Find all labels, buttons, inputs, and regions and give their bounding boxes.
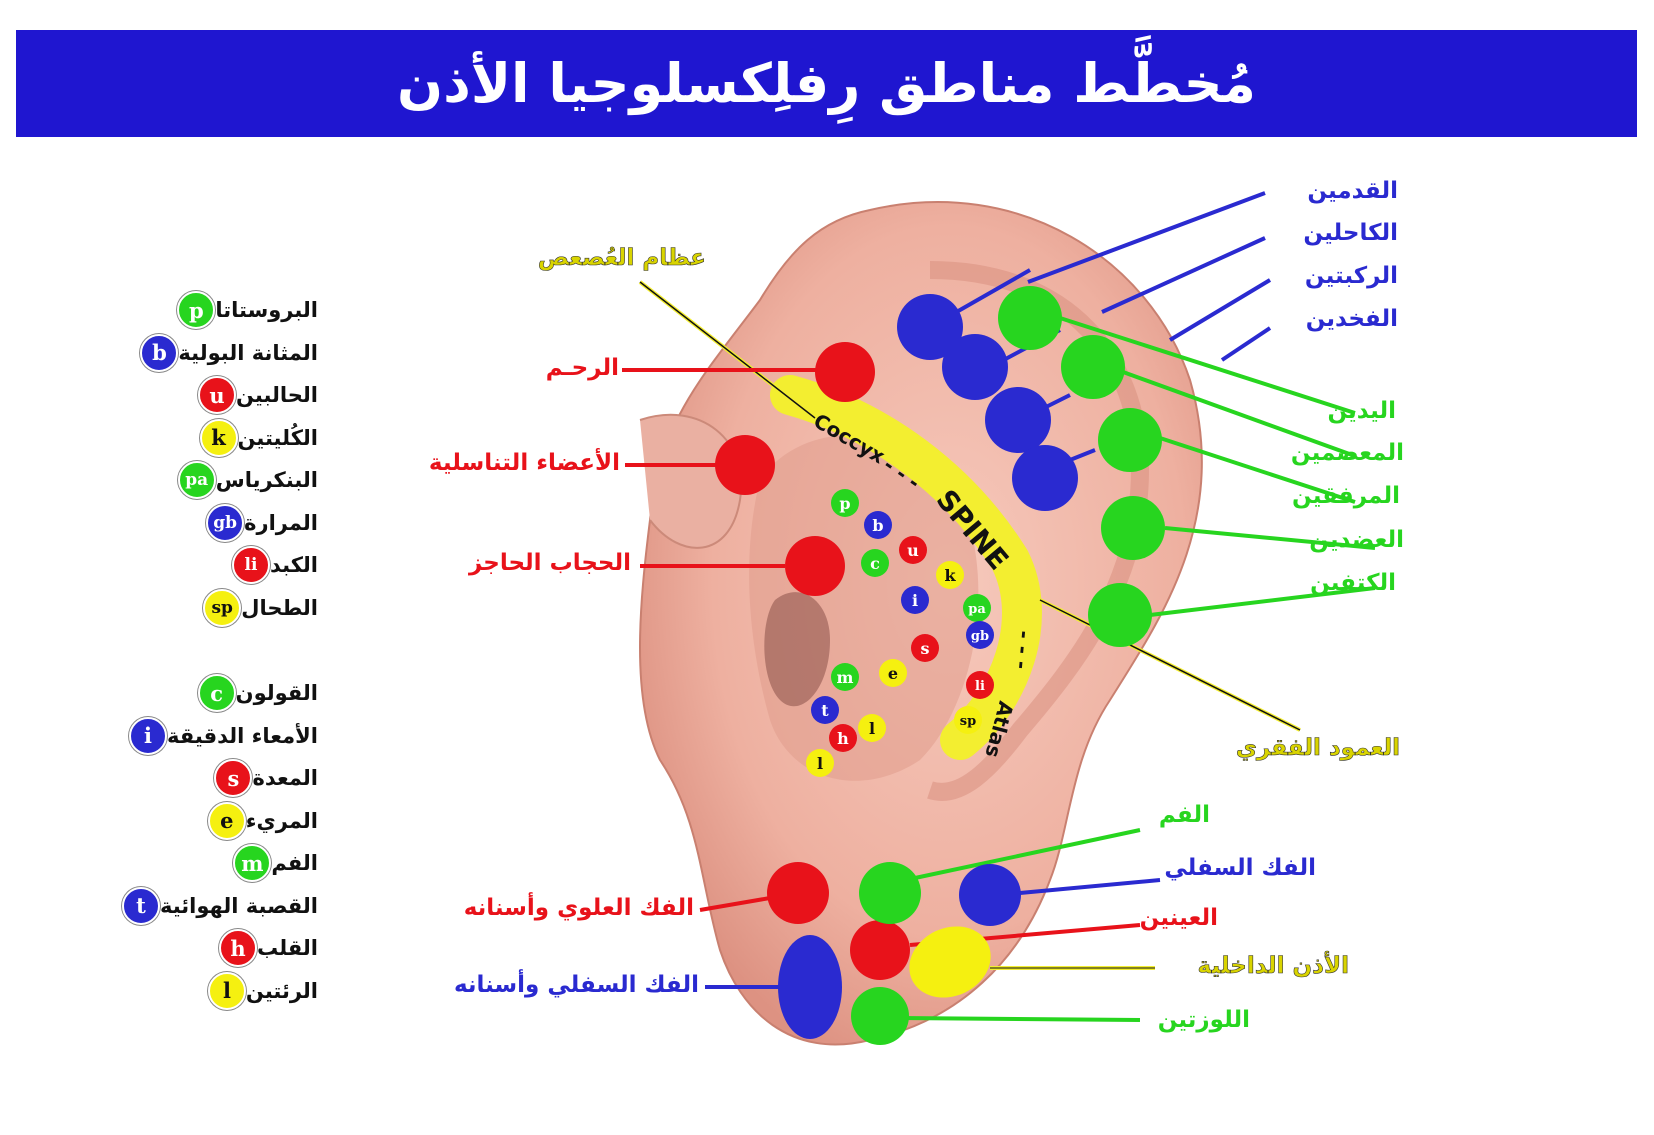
legend-label-t: القصبة الهوائية <box>159 893 318 918</box>
label-mouth: الفم <box>1158 802 1210 828</box>
label-lower-jaw: الفك السفلي <box>1164 855 1316 881</box>
legend-badge-c: c <box>197 674 236 712</box>
svg-text:h: h <box>837 729 849 748</box>
svg-text:l: l <box>869 719 875 738</box>
label-diaphragm: الحجاب الحاجز <box>468 550 631 576</box>
lobe-dots <box>778 862 1021 1045</box>
svg-text:e: e <box>888 664 898 683</box>
legend-label-l: الرئتين <box>245 978 318 1003</box>
label-upper-arms: العضدين <box>1309 527 1404 553</box>
legend-badge-t: t <box>121 886 160 925</box>
label-ankles: الكاحلين <box>1303 220 1398 246</box>
label-spinal-column: العمود الفقري <box>1235 735 1401 762</box>
label-feet: القدمين <box>1307 178 1398 204</box>
label-upper-jaw-teeth: الفك العلوي وأسنانه <box>463 895 694 921</box>
page-title: مُخطَّط مناطق رِفلِكسلوجيا الأذن <box>397 52 1256 115</box>
svg-text:s: s <box>920 639 929 658</box>
label-elbows: المرفقين <box>1292 483 1400 509</box>
svg-text:t: t <box>821 701 829 720</box>
svg-text:pa: pa <box>968 602 986 617</box>
legend-badge-l: l <box>207 971 246 1010</box>
svg-text:u: u <box>907 541 919 560</box>
legend-badge-pa: pa <box>177 461 216 499</box>
legend-badge-b: b <box>140 333 179 372</box>
ear-tragus <box>639 413 743 549</box>
label-lower-jaw-teeth: الفك السفلي وأسنانه <box>453 972 699 998</box>
legend-badge-gb: gb <box>206 503 245 542</box>
spine-band <box>770 375 1042 760</box>
legend-label-s: المعدة <box>252 766 318 790</box>
ear-points: p b c u k i pa gb s li m e t l h sp l <box>806 489 994 777</box>
label-tonsils: اللوزتين <box>1157 1007 1250 1033</box>
legend-badge-p: p <box>177 291 216 329</box>
legend-badge-e: e <box>207 801 246 840</box>
legend-badge-u: u <box>197 376 236 414</box>
svg-text:c: c <box>870 554 880 573</box>
label-hands: اليدين <box>1327 398 1396 424</box>
green-dots <box>998 286 1165 647</box>
legend-badge-sp: sp <box>203 588 242 627</box>
legend-badge-h: h <box>218 929 257 967</box>
legend-label-k: الكُليتين <box>237 425 318 450</box>
legend-label-pa: البنكرياس <box>215 468 318 492</box>
blue-dots <box>897 294 1078 511</box>
label-genitals: الأعضاء التناسلية <box>428 450 620 476</box>
label-coccyx-bones: عظام العُصعص <box>537 245 707 272</box>
legend-label-p: البروستاتا <box>215 298 318 322</box>
svg-text:li: li <box>975 679 985 694</box>
svg-text:l: l <box>817 754 823 773</box>
legend-badge-k: k <box>199 418 238 457</box>
legend-label-li: الكبد <box>270 553 318 577</box>
legend-label-e: المريء <box>245 808 318 833</box>
legend-label-m: الفم <box>271 851 318 875</box>
svg-text:gb: gb <box>971 629 989 644</box>
legend-label-h: القلب <box>256 936 318 960</box>
legend-label-b: المثانة البولية <box>178 340 318 365</box>
legend-label-c: القولون <box>235 681 318 705</box>
legend-badge-s: s <box>214 759 253 797</box>
label-uterus: الرحـم <box>545 355 619 381</box>
svg-text:i: i <box>912 591 918 610</box>
red-dots <box>715 342 910 980</box>
legend-badge-li: li <box>232 546 270 584</box>
label-shoulders: الكتفين <box>1310 570 1396 596</box>
legend-badge-m: m <box>233 844 272 882</box>
svg-text:sp: sp <box>960 714 976 729</box>
legend-label-sp: الطحال <box>241 595 318 620</box>
label-eyes: العينين <box>1139 905 1218 931</box>
legend-label-i: الأمعاء الدقيقة <box>166 723 318 748</box>
title-banner: مُخطَّط مناطق رِفلِكسلوجيا الأذن <box>16 30 1637 137</box>
svg-text:p: p <box>839 494 850 513</box>
ear-canal <box>764 592 830 707</box>
svg-text:b: b <box>872 516 883 535</box>
label-inner-ear: الأذن الداخلية <box>1197 953 1349 980</box>
svg-text:m: m <box>837 668 854 687</box>
legend-badge-i: i <box>128 716 167 755</box>
legend-label-gb: المرارة <box>244 510 318 535</box>
label-knees: الركبتين <box>1304 263 1398 289</box>
label-thighs: الفخدين <box>1305 306 1398 332</box>
legend-label-u: الحالبين <box>235 383 318 407</box>
spine-label-dashes-2: - - - <box>1010 630 1037 671</box>
label-wrists: المعصمين <box>1290 440 1404 466</box>
svg-text:k: k <box>944 566 956 585</box>
